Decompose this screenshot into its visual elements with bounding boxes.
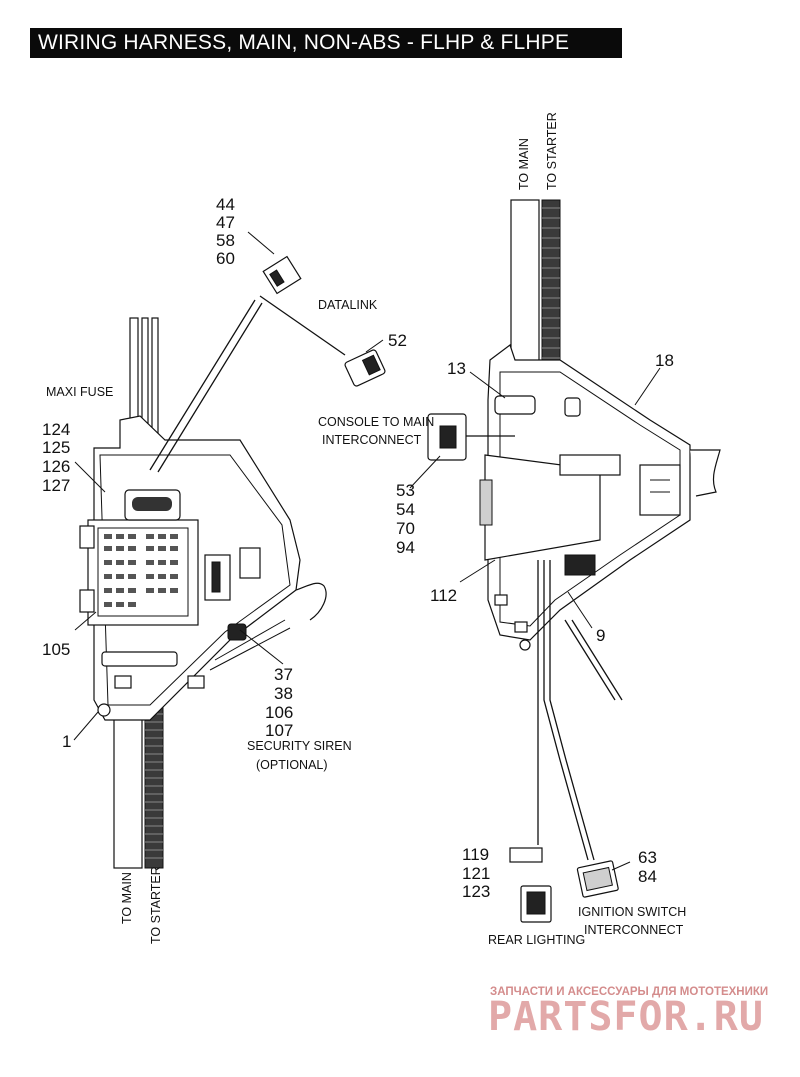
callout-126: 126 (42, 457, 70, 476)
maxi-fuse-element (132, 497, 172, 511)
tray-tab-b (187, 675, 205, 689)
right-mount-tab (690, 449, 721, 497)
ignition-switch-connector (576, 860, 619, 898)
ignition-wire (543, 560, 589, 861)
callout-9: 9 (596, 626, 605, 645)
callout-107: 107 (265, 721, 293, 740)
callout-47: 47 (216, 213, 235, 232)
left-trunk-main (113, 699, 143, 869)
tray-relay-dark (211, 561, 221, 593)
callout-121: 121 (462, 864, 490, 883)
callout-37: 37 (274, 665, 293, 684)
callout-112: 112 (430, 586, 457, 605)
branch-wire-a (564, 619, 616, 701)
callout-52: 52 (388, 331, 407, 350)
right-harness-assembly (427, 199, 721, 923)
callout-53: 53 (396, 481, 415, 500)
datalink-connector-52 (344, 349, 386, 387)
watermark-brand: PARTSFOR.RU (488, 994, 764, 1040)
callout-105: 105 (42, 640, 70, 659)
label-security-line2: (OPTIONAL) (256, 758, 328, 772)
label-datalink: DATALINK (318, 298, 378, 312)
rear-lighting-connector-upper (509, 847, 543, 863)
right-clip-13 (494, 395, 536, 415)
right-hole (519, 639, 531, 651)
tray-slot (101, 651, 178, 667)
label-rear-lighting: REAR LIGHTING (488, 933, 585, 947)
right-dark-connector (564, 554, 596, 576)
right-small-tab-b (514, 621, 528, 633)
label-console-line1: CONSOLE TO MAIN (318, 415, 434, 429)
left-mount-tab (295, 582, 327, 621)
callout-38: 38 (274, 684, 293, 703)
callout-63: 63 (638, 848, 657, 867)
callout-106: 106 (265, 703, 293, 722)
left-side-connector-a (79, 525, 95, 549)
callout-123: 123 (462, 882, 490, 901)
callout-58: 58 (216, 231, 235, 250)
left-harness-assembly (79, 255, 386, 869)
left-side-connector-b (79, 589, 95, 613)
label-to-main-top: TO MAIN (517, 138, 531, 190)
label-console-line2: INTERCONNECT (322, 433, 422, 447)
fuse-block-inner (97, 527, 189, 617)
callout-125: 125 (42, 438, 70, 457)
label-ignition-line1: IGNITION SWITCH (578, 905, 686, 919)
datalink-connector-upper (262, 255, 302, 295)
tray-hole (97, 703, 111, 717)
right-side-module (639, 464, 681, 516)
leader-lines (73, 231, 661, 871)
watermark: ЗАПЧАСТИ И АКСЕССУАРЫ ДЛЯ МОТОТЕХНИКИ PA… (488, 986, 768, 1040)
datalink-branch-wire (259, 295, 346, 356)
callout-13: 13 (447, 359, 466, 378)
callout-124: 124 (42, 420, 70, 439)
label-ignition-line2: INTERCONNECT (584, 923, 684, 937)
label-maxi-fuse: MAXI FUSE (46, 385, 113, 399)
tray-clip (239, 547, 261, 579)
left-trunk-starter-conduit (144, 699, 164, 869)
callout-84: 84 (638, 867, 657, 886)
siren-connector (227, 623, 247, 641)
callout-1: 1 (62, 732, 71, 751)
page-title: WIRING HARNESS, MAIN, NON-ABS - FLHP & F… (30, 28, 622, 58)
right-relay-box (559, 454, 621, 476)
callout-60: 60 (216, 249, 235, 268)
datalink-wire (149, 299, 256, 471)
left-tray-rim (99, 454, 291, 706)
tray-tab-a (114, 675, 132, 689)
label-to-starter-top: TO STARTER (545, 112, 559, 190)
console-interconnect-pins (439, 425, 457, 449)
callout-94: 94 (396, 538, 415, 557)
rear-lighting-pins (526, 891, 546, 915)
right-clip-b (564, 397, 581, 417)
callout-44: 44 (216, 195, 235, 214)
diagram-labels: TO MAIN TO STARTER TO MAIN TO STARTER DA… (42, 112, 686, 947)
right-small-tab-a (494, 594, 508, 606)
right-cone-flange (479, 479, 493, 526)
label-to-main-bottom: TO MAIN (120, 872, 134, 924)
label-security-line1: SECURITY SIREN (247, 739, 352, 753)
callout-127: 127 (42, 476, 70, 495)
label-to-starter-bottom: TO STARTER (149, 866, 163, 944)
callout-119: 119 (462, 845, 489, 864)
callout-18: 18 (655, 351, 674, 370)
watermark-tagline: ЗАПЧАСТИ И АКСЕССУАРЫ ДЛЯ МОТОТЕХНИКИ (490, 986, 768, 998)
callout-54: 54 (396, 500, 415, 519)
callout-70: 70 (396, 519, 415, 538)
